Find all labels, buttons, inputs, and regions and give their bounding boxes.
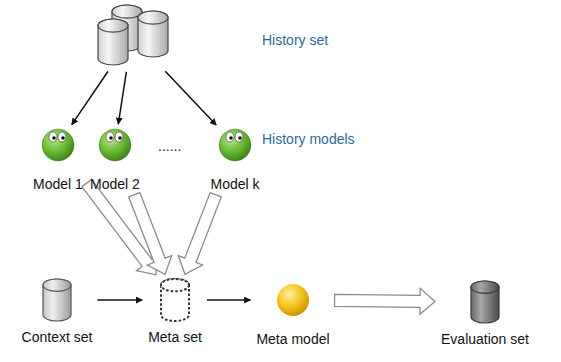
eye — [115, 132, 123, 142]
eye — [106, 132, 114, 142]
model-node: Model 2 — [88, 128, 142, 192]
model-ball — [99, 129, 131, 161]
model-node: Model k — [208, 128, 261, 192]
node-label: Meta model — [256, 331, 329, 347]
cylinder-body — [161, 279, 189, 321]
dataset-node: Meta set — [146, 278, 204, 345]
node-label: Evaluation set — [441, 331, 529, 347]
dataset-node: Context set — [20, 278, 95, 345]
flow-arrow — [118, 72, 126, 124]
model-icon — [276, 283, 310, 317]
model-node: Model 1 — [31, 128, 85, 192]
model-ball — [277, 284, 309, 316]
eye — [49, 132, 57, 142]
eye — [235, 132, 243, 142]
node-label: Model k — [210, 176, 259, 192]
model-icon — [218, 128, 252, 162]
cylinder-top — [471, 281, 499, 293]
pupil — [118, 136, 122, 140]
model-icon — [98, 128, 132, 162]
dataset-icon — [42, 278, 72, 322]
model-ball — [219, 129, 251, 161]
node-label: Model 2 — [90, 176, 140, 192]
block-arrow — [178, 193, 221, 275]
node-label: Context set — [22, 329, 93, 345]
pupil — [61, 136, 65, 140]
block-arrow — [129, 193, 172, 275]
dataset-node: Evaluation set — [439, 280, 531, 347]
dataset-icon — [160, 278, 190, 322]
model-ball — [42, 129, 74, 161]
cylinder-body — [471, 281, 499, 323]
node-label: Meta set — [148, 329, 202, 345]
cylinder-top — [161, 279, 189, 291]
dataset-node: History set — [92, 3, 172, 69]
cylinder-top — [112, 5, 142, 18]
cylinder-body — [138, 11, 168, 57]
dataset-icon — [470, 280, 500, 324]
flow-arrow — [72, 71, 108, 124]
flow-arrow — [165, 71, 216, 125]
flow-arrow — [97, 299, 142, 301]
eye — [226, 132, 234, 142]
cylinder-body — [98, 19, 128, 65]
row-label: History models — [262, 131, 355, 147]
dataset-icon — [92, 3, 172, 69]
cylinder-top — [138, 11, 168, 24]
model-node: Meta model — [254, 283, 331, 347]
ellipsis-label: ...... — [158, 138, 181, 154]
pupil — [229, 136, 233, 140]
flow-arrow — [207, 299, 251, 301]
pupil — [52, 136, 56, 140]
cylinder-body — [43, 279, 71, 321]
cylinder-top — [98, 19, 128, 32]
section-label: History set — [262, 32, 328, 48]
pupil — [238, 136, 242, 140]
block-arrow — [335, 288, 436, 314]
pupil — [109, 136, 113, 140]
eye — [58, 132, 66, 142]
cylinder-top — [43, 279, 71, 291]
node-label: Model 1 — [33, 176, 83, 192]
model-icon — [41, 128, 75, 162]
